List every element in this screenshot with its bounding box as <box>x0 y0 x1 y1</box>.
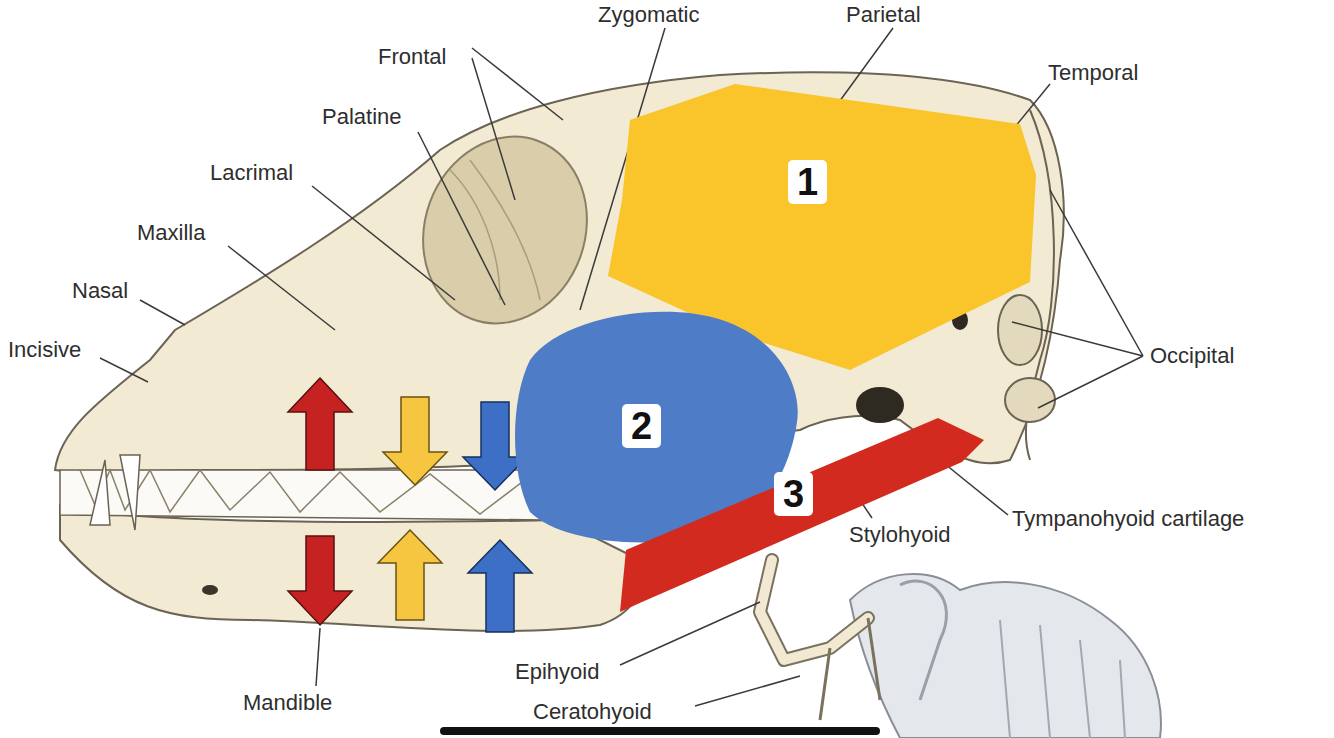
part-label: Palatine <box>322 104 402 130</box>
trachea-rings <box>1000 620 1125 738</box>
part-label: Zygomatic <box>598 2 699 28</box>
callout-number: 2 <box>622 404 661 448</box>
part-label: Ceratohyoid <box>533 699 652 725</box>
blue-arrow-up <box>468 540 532 632</box>
callout-number: 1 <box>788 160 827 204</box>
yellow-arrow-down <box>383 397 447 485</box>
occipital-condyle <box>998 295 1042 365</box>
part-label: Temporal <box>1048 60 1138 86</box>
lower-canine <box>90 460 110 525</box>
teeth-lines <box>80 470 530 514</box>
orbit <box>397 113 612 346</box>
part-label: Mandible <box>243 690 332 716</box>
red-arrow-down <box>288 536 352 625</box>
home-bar <box>440 727 880 735</box>
ear-canal <box>856 387 904 423</box>
part-label: Nasal <box>72 278 128 304</box>
larynx-detail <box>900 581 946 700</box>
part-label: Epihyoid <box>515 659 599 685</box>
yellow-arrow-up <box>378 530 442 620</box>
part-label: Parietal <box>846 2 921 28</box>
part-label: Tympanohyoid cartilage <box>1012 506 1244 532</box>
upper-canine <box>120 455 140 530</box>
hyoid-outline <box>760 560 868 660</box>
orbit-lines <box>450 160 540 300</box>
part-label: Maxilla <box>137 220 205 246</box>
muscle-region: 3 <box>612 412 988 618</box>
region-fill <box>620 418 984 612</box>
occipital-condyle <box>1005 378 1055 422</box>
part-label: Lacrimal <box>210 160 293 186</box>
part-label: Incisive <box>8 337 81 363</box>
larynx <box>850 574 1161 738</box>
part-label: Occipital <box>1150 343 1234 369</box>
part-label: Frontal <box>378 44 446 70</box>
hyoid-bone <box>760 560 868 660</box>
callout-number: 3 <box>774 472 813 516</box>
red-arrow-up <box>288 378 352 470</box>
leader-lines <box>100 28 1143 706</box>
hyoid-lines <box>820 618 880 720</box>
mental-foramen <box>202 585 218 595</box>
part-label: Stylohyoid <box>849 522 951 548</box>
